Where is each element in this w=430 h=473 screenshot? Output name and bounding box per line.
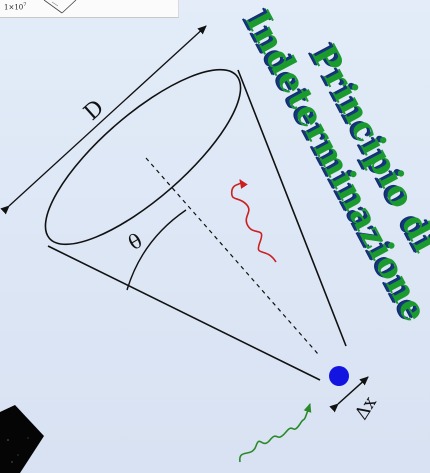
incident-photon-wave [239,403,312,463]
angle-label: θ [124,228,146,255]
position-uncertainty-label: Δx [351,393,381,424]
aperture-dimension-arrow [0,25,207,215]
position-uncertainty-arrow [329,376,369,413]
inset-plot-fragment: 1×107 [0,0,179,18]
lens-aperture-ellipse [44,68,242,246]
aperture-label: D [79,95,109,125]
inset-axis-label: 1×107 [4,2,27,12]
angle-arc [126,209,187,291]
cone-lower-edge [47,245,321,381]
scattered-photon-wave [230,179,277,263]
cone-upper-edge [237,69,347,347]
inset-plot-lines [43,0,77,14]
electron-dot [329,366,349,386]
